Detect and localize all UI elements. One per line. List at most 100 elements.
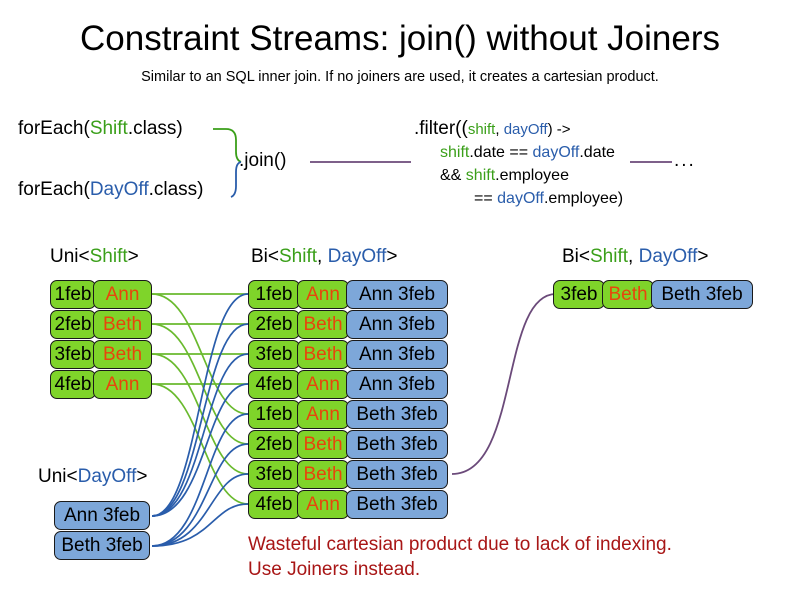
- filter-param-comma: ,: [495, 121, 504, 138]
- bi-mid-sep: ,: [317, 246, 328, 267]
- dayoff-cell: Beth 3feb: [346, 430, 448, 459]
- bi-right-prefix: Bi<: [562, 246, 590, 267]
- shift-wires-icon: [151, 293, 249, 505]
- filter-line1-prefix: .filter((: [414, 118, 468, 139]
- foreach-dayoff-prefix: forEach(: [18, 179, 90, 200]
- bi-mid-header: Bi<Shift, DayOff>: [251, 246, 397, 268]
- join-call-label: .join(): [239, 150, 287, 171]
- shift-name-cell: Ann: [297, 370, 349, 399]
- uni-shift-header: Uni<Shift>: [50, 246, 139, 268]
- filter-line2-mid: .date ==: [469, 144, 533, 161]
- filter-line-3: && shift.employee: [414, 164, 623, 187]
- page-title: Constraint Streams: join() without Joine…: [80, 19, 720, 58]
- shift-name-cell: Ann: [297, 400, 349, 429]
- dayoff-cell: Ann 3feb: [346, 340, 448, 369]
- bi-right-type2: DayOff: [638, 246, 698, 267]
- shift-date-cell: 4feb: [248, 370, 300, 399]
- dayoff-cell: Ann 3feb: [346, 370, 448, 399]
- shift-name-cell: Beth: [602, 280, 654, 309]
- uni-shift-suffix: >: [127, 246, 139, 267]
- shift-name-cell: Beth: [93, 340, 152, 369]
- uni-dayoff-row[interactable]: Ann 3feb: [54, 501, 150, 530]
- shift-name-cell: Beth: [297, 460, 349, 489]
- warning-note: Wasteful cartesian product due to lack o…: [248, 532, 672, 582]
- bi-right-header: Bi<Shift, DayOff>: [562, 246, 708, 268]
- dayoff-cell: Beth 3feb: [346, 400, 448, 429]
- filter-line1-arrow: ) ->: [547, 121, 571, 138]
- shift-name-cell: Ann: [93, 370, 152, 399]
- shift-date-cell: 3feb: [50, 340, 96, 369]
- filter-line4-eq: ==: [474, 190, 498, 207]
- filter-line-4: == dayOff.employee): [414, 187, 623, 210]
- shift-date-cell: 3feb: [248, 340, 300, 369]
- filter-line2-end: .date: [579, 144, 615, 161]
- filter-line4-end: .employee): [543, 190, 624, 207]
- dayoff-cell: Ann 3feb: [346, 280, 448, 309]
- brace-top-icon: [213, 128, 242, 163]
- filter-param-dayoff: dayOff: [503, 121, 548, 138]
- shift-name-cell: Beth: [93, 310, 152, 339]
- shift-date-cell: 1feb: [248, 280, 300, 309]
- warning-line-2: Use Joiners instead.: [248, 559, 421, 580]
- uni-dayoff-prefix: Uni<: [38, 466, 78, 487]
- filter-line3-shift: shift: [465, 167, 496, 184]
- uni-shift-prefix: Uni<: [50, 246, 90, 267]
- shift-date-cell: 3feb: [248, 460, 300, 489]
- foreach-shift-statement: forEach(Shift.class): [18, 118, 183, 140]
- shift-date-cell: 3feb: [553, 280, 605, 309]
- bi-mid-type1: Shift: [279, 246, 318, 267]
- bi-mid-suffix: >: [386, 246, 398, 267]
- dayoff-cell: Ann 3feb: [54, 501, 150, 530]
- dayoff-cell: Beth 3feb: [651, 280, 753, 309]
- warning-line-1: Wasteful cartesian product due to lack o…: [248, 534, 672, 555]
- filter-result-wire-icon: [451, 293, 557, 475]
- filter-line-2: shift.date == dayOff.date: [414, 141, 623, 164]
- shift-name-cell: Beth: [297, 430, 349, 459]
- filter-line2-shift: shift: [440, 144, 470, 161]
- uni-dayoff-header: Uni<DayOff>: [38, 466, 148, 488]
- shift-name-cell: Beth: [297, 340, 349, 369]
- bi-mid-type2: DayOff: [327, 246, 387, 267]
- bi-mid-prefix: Bi<: [251, 246, 279, 267]
- filter-lambda-block: .filter((shift, dayOff) -> shift.date ==…: [414, 117, 623, 210]
- uni-dayoff-suffix: >: [136, 466, 148, 487]
- page-subtitle: Similar to an SQL inner join. If no join…: [141, 69, 659, 85]
- filter-line3-end: .employee: [495, 167, 569, 184]
- foreach-shift-type: Shift: [89, 118, 128, 139]
- foreach-shift-suffix: .class): [127, 118, 183, 139]
- shift-date-cell: 4feb: [248, 490, 300, 519]
- shift-name-cell: Beth: [297, 310, 349, 339]
- shift-date-cell: 2feb: [248, 430, 300, 459]
- shift-date-cell: 1feb: [50, 280, 96, 309]
- dayoff-cell: Beth 3feb: [346, 460, 448, 489]
- dayoff-cell: Beth 3feb: [346, 490, 448, 519]
- shift-date-cell: 2feb: [50, 310, 96, 339]
- foreach-dayoff-suffix: .class): [148, 179, 204, 200]
- shift-date-cell: 2feb: [248, 310, 300, 339]
- shift-name-cell: Ann: [297, 280, 349, 309]
- filter-line4-dayoff: dayOff: [497, 190, 544, 207]
- uni-shift-type: Shift: [89, 246, 128, 267]
- bi-right-suffix: >: [697, 246, 709, 267]
- filter-line3-and: &&: [440, 167, 466, 184]
- dayoff-cell: Ann 3feb: [346, 310, 448, 339]
- foreach-dayoff-type: DayOff: [89, 179, 149, 200]
- filter-line-1: .filter((shift, dayOff) ->: [414, 117, 623, 141]
- continuation-ellipsis: ...: [674, 150, 696, 171]
- filter-param-shift: shift: [467, 121, 496, 138]
- uni-dayoff-row[interactable]: Beth 3feb: [54, 531, 150, 560]
